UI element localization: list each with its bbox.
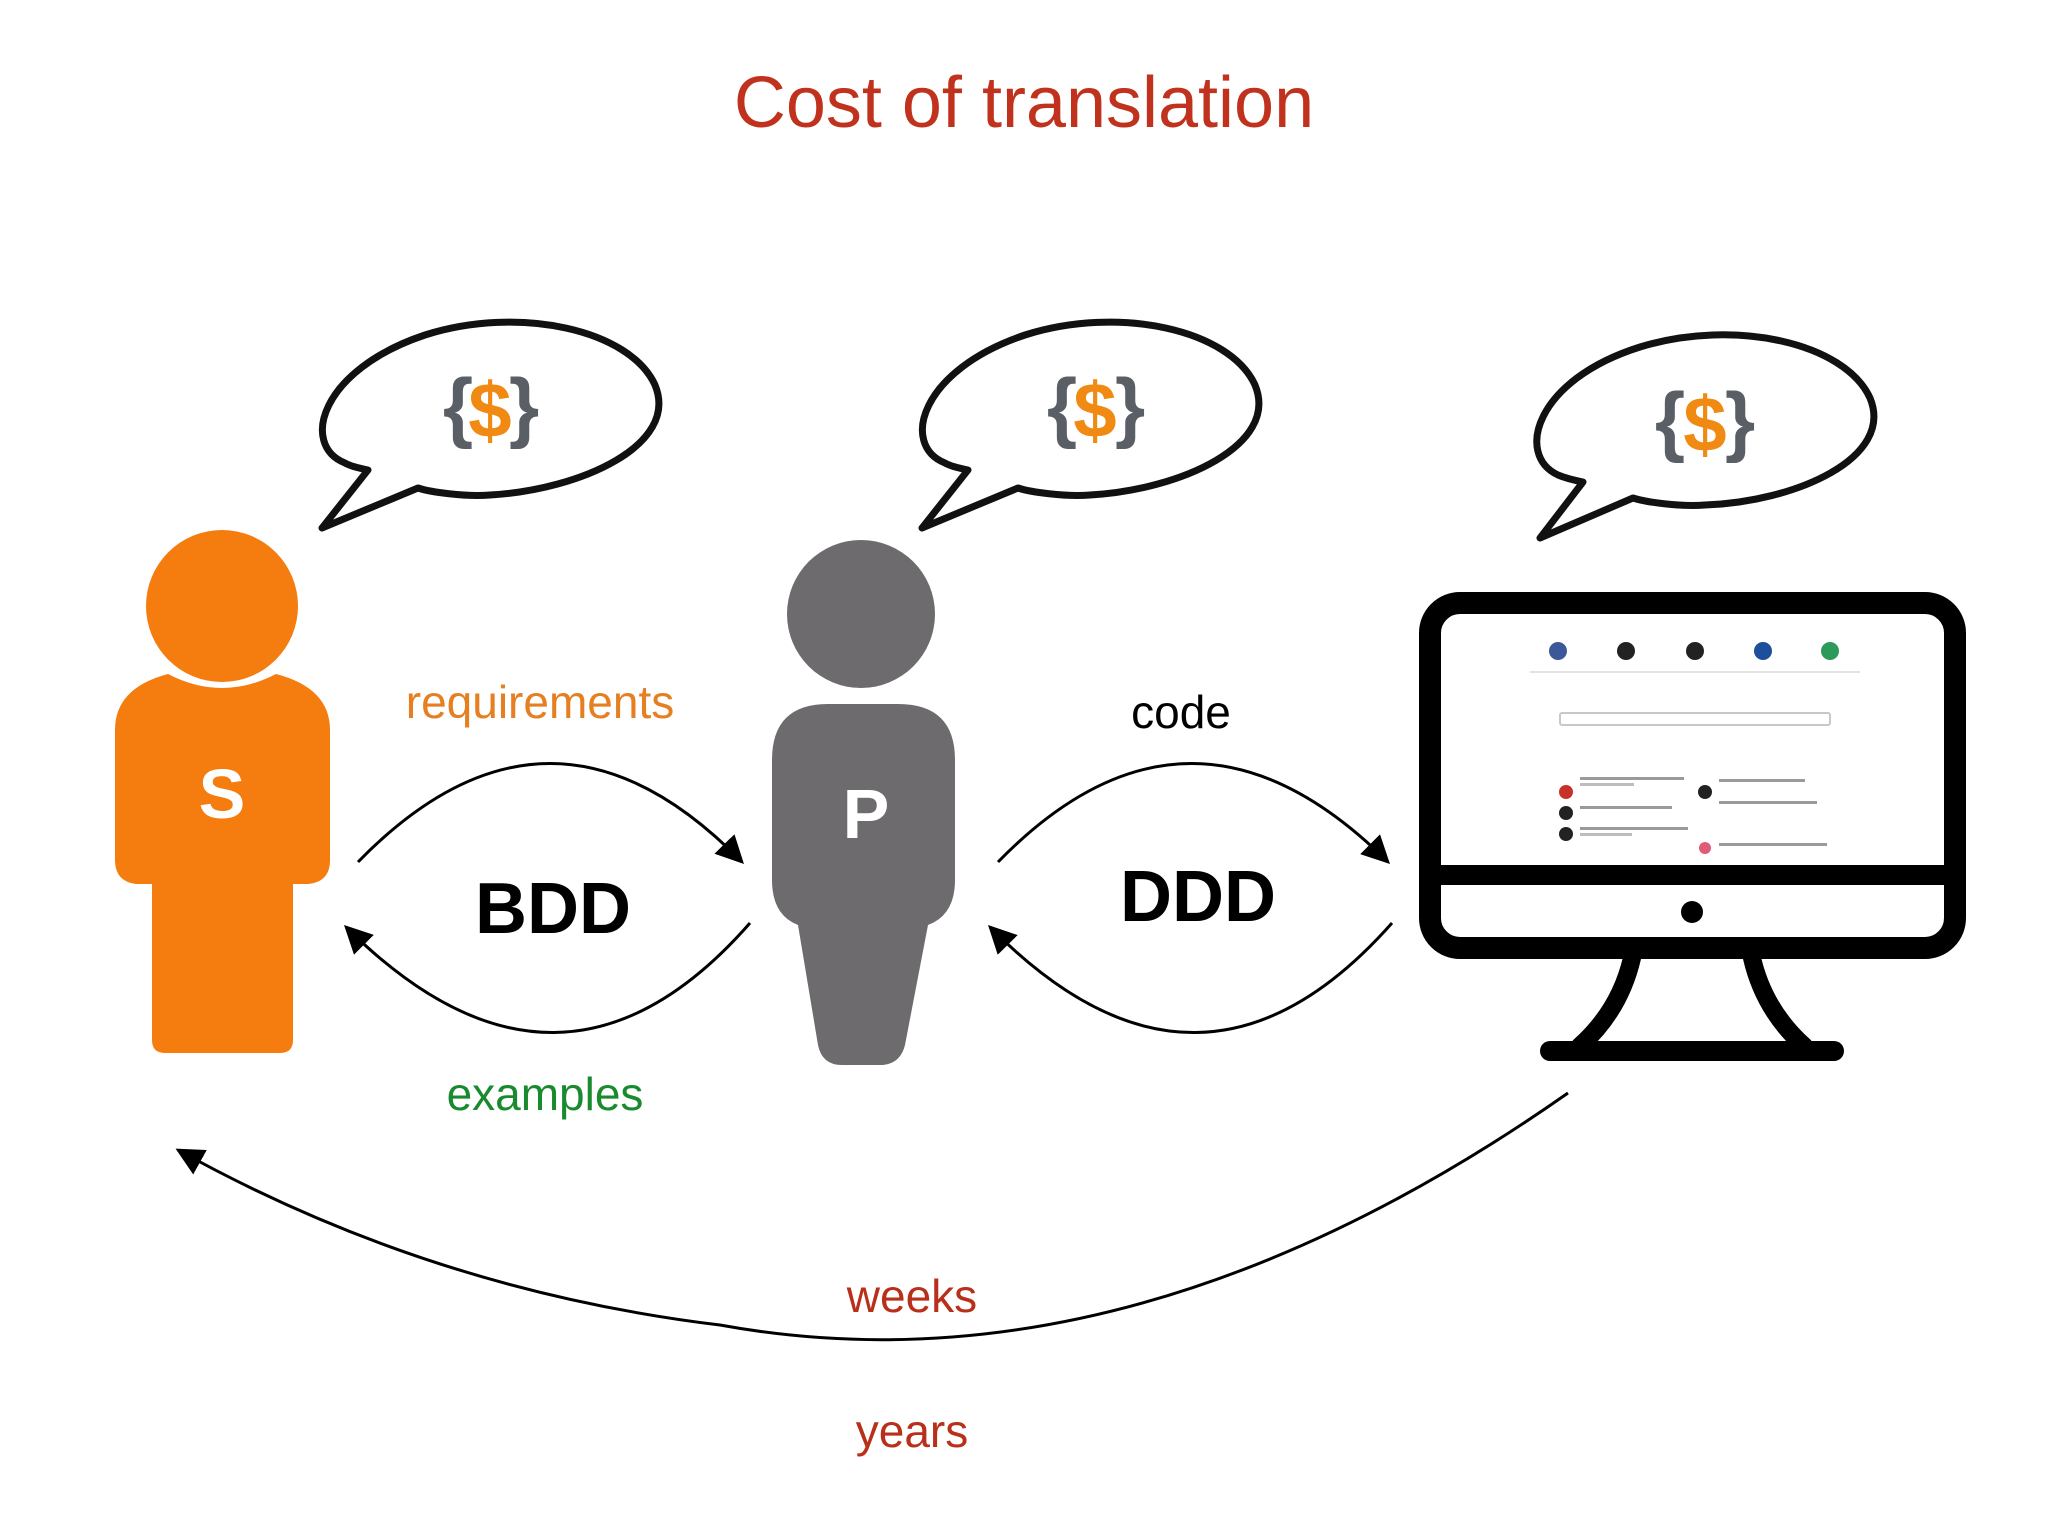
label-ddd: DDD bbox=[1120, 857, 1276, 937]
thought-bubble-programmer: { $ } bbox=[918, 318, 1263, 532]
arrow-code-feedback bbox=[988, 922, 1394, 1034]
brace-icon-open: { bbox=[1655, 376, 1685, 464]
brace-icon-close: } bbox=[1725, 376, 1755, 464]
arrow-feedback-loop bbox=[175, 1091, 1569, 1342]
thought-bubble-stakeholder: { $ } bbox=[318, 318, 663, 532]
brace-icon-close: } bbox=[509, 362, 539, 450]
label-examples: examples bbox=[447, 1068, 644, 1120]
screen-content bbox=[1530, 642, 1860, 854]
brace-icon-open: { bbox=[443, 362, 473, 450]
programmer-person-icon: P bbox=[772, 540, 955, 1065]
label-requirements: requirements bbox=[406, 676, 674, 728]
brace-icon-close: } bbox=[1115, 362, 1145, 450]
label-bdd: BDD bbox=[475, 869, 631, 949]
arrow-examples bbox=[344, 922, 752, 1034]
dollar-icon: $ bbox=[468, 366, 511, 454]
arrow-requirements bbox=[356, 762, 744, 865]
thought-bubble-computer: { $ } bbox=[1533, 331, 1878, 542]
programmer-letter: P bbox=[843, 775, 890, 853]
arrow-code bbox=[996, 762, 1390, 864]
stakeholder-person-icon: S bbox=[115, 530, 330, 1053]
label-years: years bbox=[856, 1405, 968, 1457]
dollar-icon: $ bbox=[1073, 366, 1116, 454]
brace-icon-open: { bbox=[1047, 362, 1077, 450]
dollar-icon: $ bbox=[1683, 380, 1726, 468]
computer-monitor-icon bbox=[1419, 592, 1966, 1061]
stakeholder-letter: S bbox=[199, 755, 246, 833]
diagram-title: Cost of translation bbox=[734, 63, 1314, 143]
label-weeks: weeks bbox=[846, 1270, 977, 1322]
label-code: code bbox=[1131, 686, 1231, 738]
